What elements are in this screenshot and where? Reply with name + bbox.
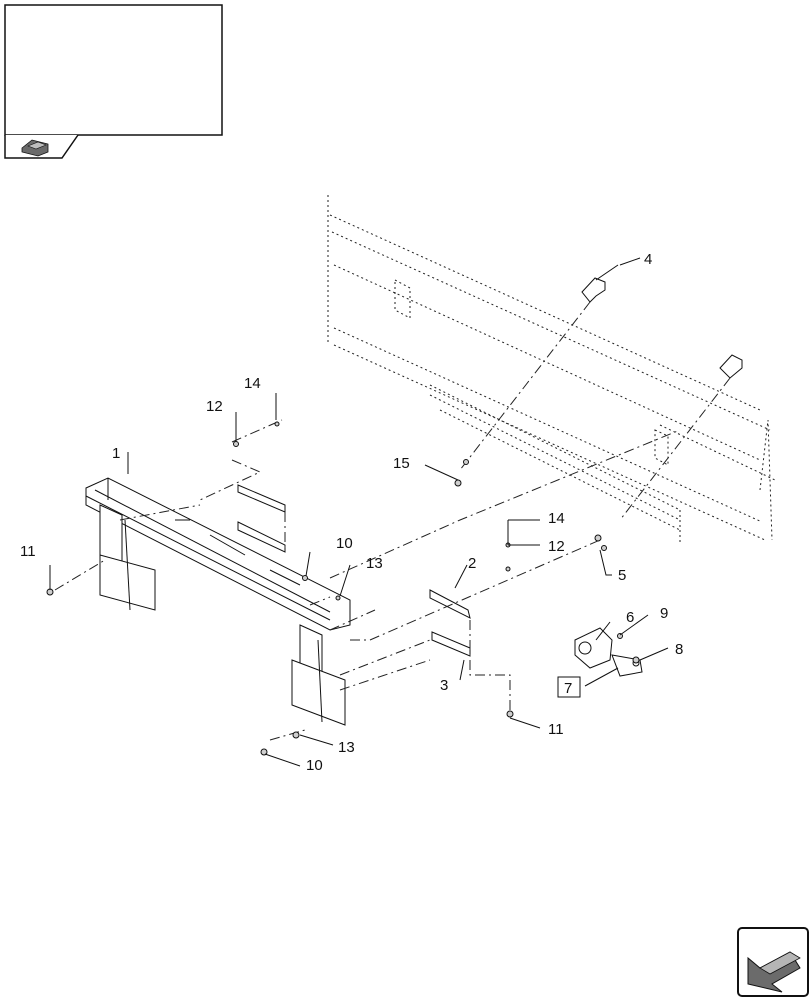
callout-11-left: 11 [20,543,36,560]
callout-7-box: 7 [557,676,581,698]
callouts: 1 2 3 4 5 6 8 9 10 10 11 11 12 12 13 13 … [20,251,683,774]
thumbnail-panel[interactable] [4,4,223,159]
previous-page-arrow-icon [747,951,801,993]
previous-page-button[interactable] [737,927,809,997]
clevis-assembly [574,627,643,677]
callout-6: 6 [626,609,634,626]
callout-12-upper: 12 [206,398,223,415]
u-bolt-parts [581,277,743,379]
callout-10-lower: 10 [306,757,323,774]
callout-15: 15 [393,455,410,472]
crossbar-assembly [85,477,351,726]
callout-14-right: 14 [548,510,565,527]
callout-1: 1 [112,445,120,462]
callout-2: 2 [468,555,476,572]
leader-lines [49,257,669,767]
callout-11-right: 11 [548,721,564,738]
callout-8: 8 [675,641,683,658]
callout-12-right: 12 [548,538,565,555]
callout-5: 5 [618,567,626,584]
callout-9: 9 [660,605,668,622]
callout-13-lower: 13 [338,739,355,756]
callout-13-upper: 13 [366,555,383,572]
callout-10-upper: 10 [336,535,353,552]
view-orientation-icon [21,139,49,157]
machine-frame-outline [327,195,776,545]
callout-14-upper: 14 [244,375,261,392]
bracket-parts [237,484,471,657]
callout-4: 4 [644,251,652,268]
hardware-items [46,421,640,756]
assembly-lines [54,301,731,741]
callout-7: 7 [564,680,572,697]
callout-3: 3 [440,677,448,694]
